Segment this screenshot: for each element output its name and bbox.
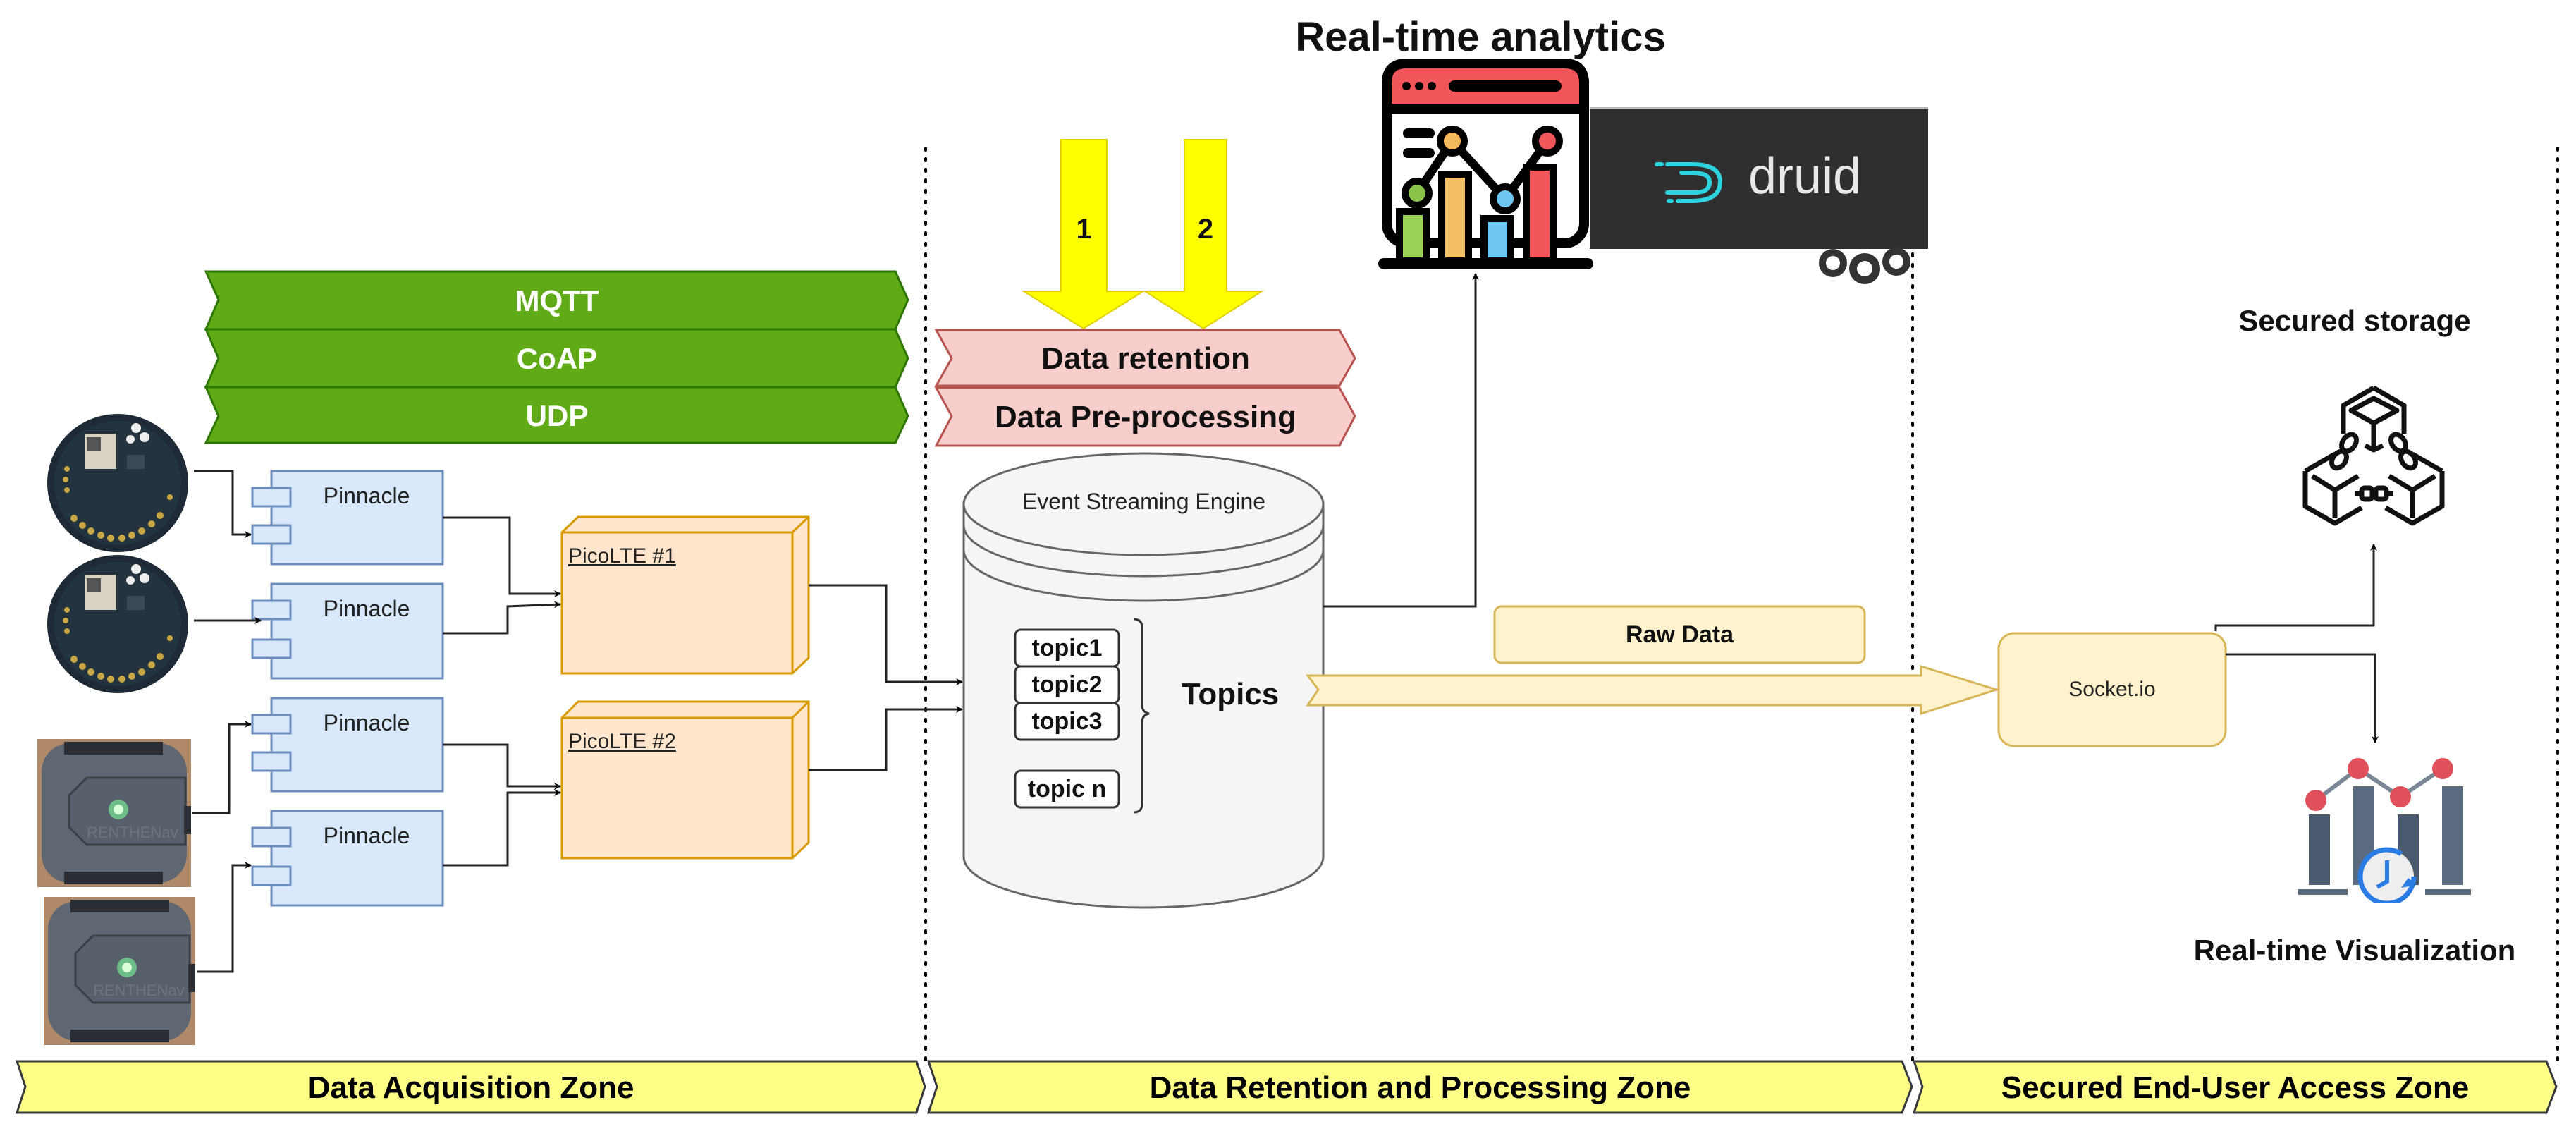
topic-label-1: topic1 [1031, 634, 1103, 661]
page-title: Real-time analytics [1295, 13, 1666, 60]
connector-picolte1-engine [809, 584, 963, 685]
zone-label-access: Secured End-User Access Zone [2001, 1070, 2470, 1105]
druid-logo-icon [1655, 162, 1723, 203]
band-data-retention [934, 329, 1356, 387]
device-brand-text: RENTHENav [87, 824, 178, 841]
pcb-sensor-board-icon[interactable] [46, 413, 190, 554]
wearable-device-1[interactable]: RENTHENav [37, 739, 191, 887]
device-brand-text: RENTHENav [93, 982, 185, 999]
connector-pinnacle3-picolte2 [443, 743, 561, 790]
socket-io-label: Socket.io [2068, 678, 2156, 701]
connector-pinnacle4-picolte2 [443, 789, 561, 867]
pinnacle-box-2[interactable] [251, 582, 444, 680]
wearable-device-2[interactable]: RENTHENav [44, 897, 195, 1045]
pinnacle-box-3[interactable] [251, 697, 444, 793]
topic-label-n: topic n [1027, 775, 1107, 802]
processing-label-retention: Data retention [1041, 341, 1250, 376]
picolte-label-2: PicoLTE #2 [568, 730, 676, 753]
connector-socket-visualization [2226, 653, 2379, 743]
protocol-band-udp [204, 386, 909, 444]
zone-bars [15, 1060, 2558, 1114]
pinnacle-box-1[interactable] [251, 470, 444, 566]
connector-device4-pinnacle4 [197, 862, 252, 973]
input-arrow-label-1: 1 [1076, 213, 1092, 245]
pinnacle-boxes [251, 470, 444, 907]
connector-device1-pinnacle1 [194, 470, 252, 538]
pinnacle-label-3: Pinnacle [323, 709, 410, 735]
connector-picolte2-engine [809, 706, 963, 771]
connector-pinnacle2-picolte1 [443, 601, 561, 635]
acquisition-connectors [192, 273, 1479, 973]
topic-boxes [1014, 618, 1150, 814]
raw-data-label: Raw Data [1625, 621, 1734, 648]
connector-engine-analytics [1323, 273, 1479, 608]
wearable-device-icon: RENTHENav [42, 742, 191, 884]
zone-bar-acquisition[interactable] [15, 1060, 926, 1114]
connector-pinnacle1-picolte1 [443, 516, 561, 597]
topic-label-2: topic2 [1031, 671, 1103, 698]
input-arrows [1021, 139, 1265, 330]
picolte-node-1[interactable] [560, 515, 810, 675]
analytics-dashboard-icon[interactable] [1378, 58, 1593, 273]
zone-label-processing: Data Retention and Processing Zone [1149, 1070, 1691, 1105]
zone-bar-processing[interactable] [926, 1060, 1913, 1114]
zone-label-acquisition: Data Acquisition Zone [307, 1070, 634, 1105]
pinnacle-box-4[interactable] [251, 810, 444, 907]
picolte-label-1: PicoLTE #1 [568, 544, 676, 568]
pinnacle-label-2: Pinnacle [323, 595, 410, 621]
input-arrow-1 [1021, 139, 1146, 330]
topics-brace [1133, 618, 1150, 814]
raw-data-box[interactable] [1493, 605, 1866, 664]
input-arrow-2 [1142, 139, 1265, 330]
blockchain-storage-icon[interactable] [2291, 381, 2457, 546]
gears-icon [1819, 248, 1910, 284]
pinnacle-label-1: Pinnacle [323, 482, 410, 508]
zone-bar-access[interactable] [1912, 1060, 2558, 1114]
storage-title: Secured storage [2238, 304, 2471, 337]
picolte-node-2[interactable] [560, 700, 810, 860]
zone-dividers [924, 147, 2559, 1063]
visualization-title: Real-time Visualization [2193, 934, 2516, 967]
protocol-label-coap: CoAP [516, 342, 598, 375]
input-arrow-label-2: 2 [1197, 213, 1214, 245]
protocol-bands [204, 270, 909, 444]
connector-socket-storage [2214, 544, 2377, 631]
socket-io-box[interactable] [1997, 632, 2227, 747]
band-data-preprocessing [934, 386, 1356, 447]
pinnacle-label-4: Pinnacle [323, 822, 410, 848]
engine-title: Event Streaming Engine [1022, 488, 1266, 514]
pcb-sensor-board-icon[interactable] [46, 554, 190, 695]
druid-logo-box[interactable]: druid [1590, 107, 1928, 284]
topic-box-3[interactable] [1014, 702, 1120, 741]
protocol-label-mqtt: MQTT [515, 284, 599, 317]
output-connectors [2214, 544, 2379, 743]
topic-label-3: topic3 [1031, 707, 1103, 735]
processing-label-preprocessing: Data Pre-processing [995, 400, 1296, 434]
picolte-nodes [560, 515, 810, 860]
protocol-label-udp: UDP [525, 399, 589, 432]
topics-label: Topics [1181, 677, 1280, 711]
raw-data-flow-arrow [1306, 664, 2001, 716]
realtime-visualization-icon[interactable] [2298, 744, 2471, 903]
topic-box-n[interactable] [1014, 769, 1120, 809]
connector-device3-pinnacle3 [192, 721, 252, 814]
wearable-device-icon: RENTHENav [48, 900, 195, 1042]
processing-bands [934, 329, 1356, 447]
druid-label: druid [1748, 148, 1862, 204]
